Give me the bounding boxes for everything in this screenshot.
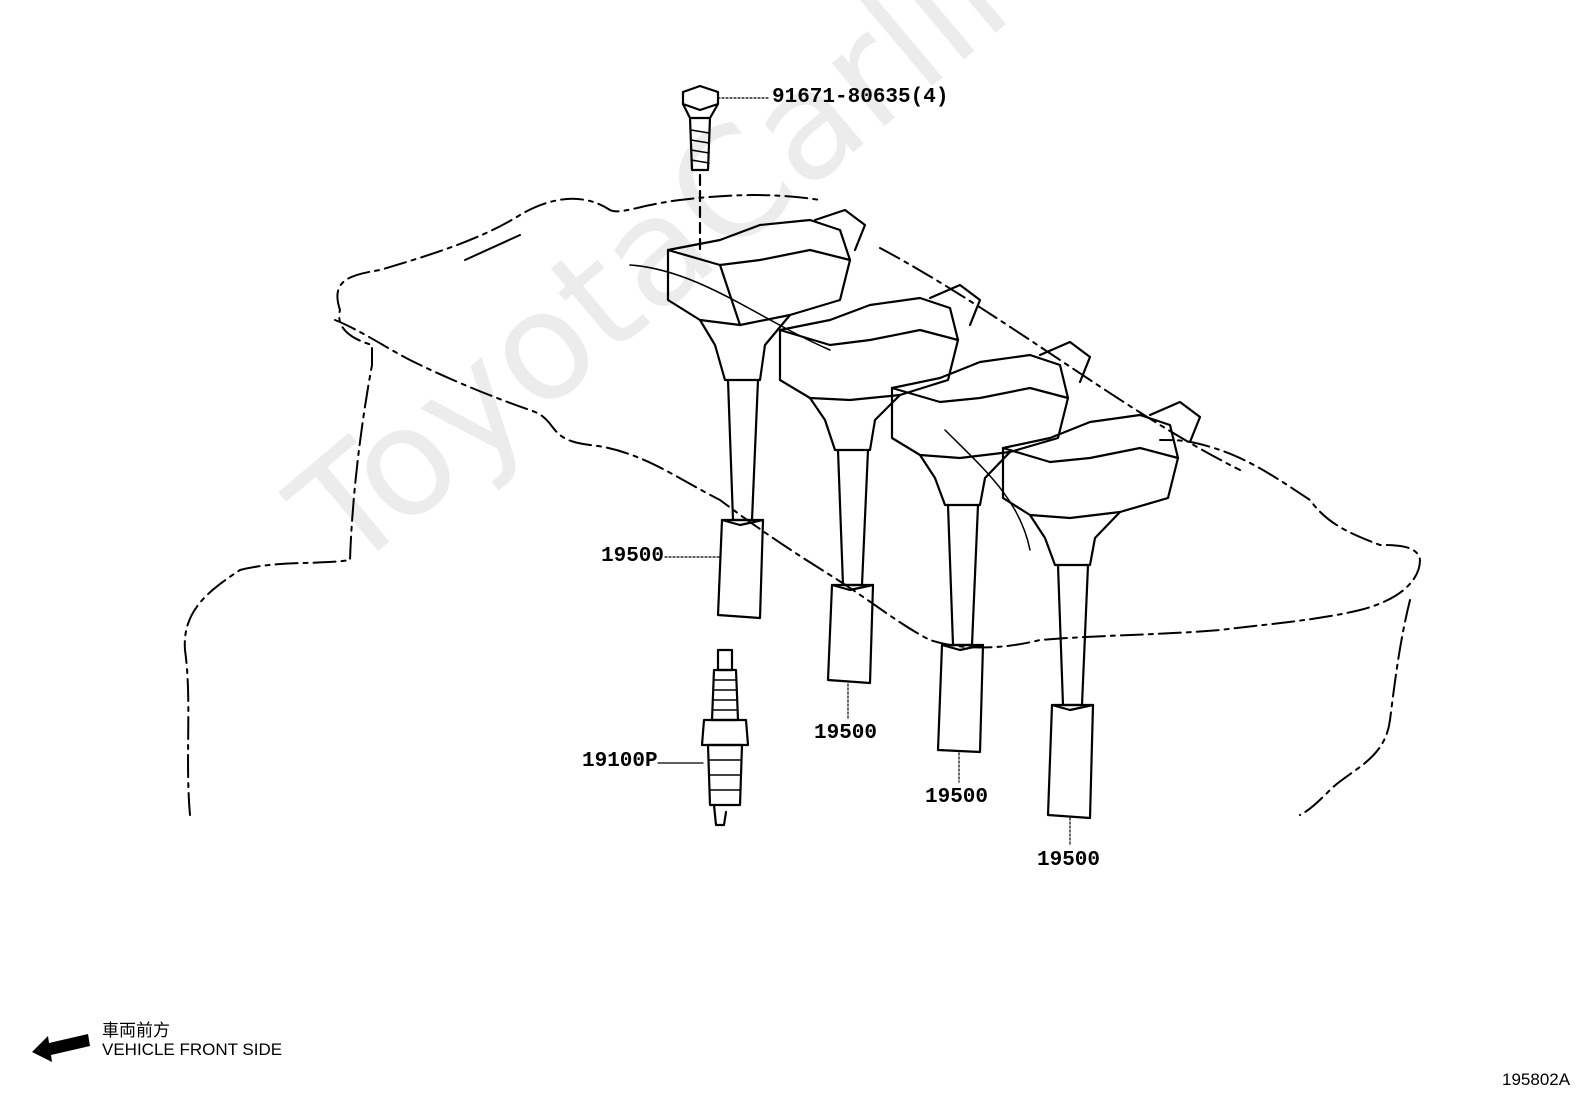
callout-coil-3: 19500 <box>925 786 989 809</box>
direction-note-english: VEHICLE FRONT SIDE <box>102 1040 283 1059</box>
callout-coil-2: 19500 <box>814 722 878 745</box>
ignition-coil-3 <box>890 340 1092 754</box>
callout-spark-plug: 19100P <box>582 750 658 773</box>
callout-bolt: 91671-80635(4) <box>772 86 949 109</box>
engine-outline <box>183 194 821 816</box>
callout-coil-1: 19500 <box>601 545 665 568</box>
engine-outline-right <box>879 247 1241 471</box>
engine-outline-rear <box>1299 599 1411 816</box>
direction-note-japanese: 車両前方 <box>102 1021 170 1040</box>
engine-outline-inner <box>334 319 1421 649</box>
engine-outline-top <box>464 234 521 261</box>
front-direction-arrow-icon <box>32 1034 90 1062</box>
spark-plug-part <box>700 648 750 827</box>
ignition-coil-2 <box>778 283 982 685</box>
callout-coil-4: 19500 <box>1037 849 1101 872</box>
bolt-part <box>681 84 769 257</box>
figure-id: 195802A <box>1502 1070 1571 1089</box>
ignition-coil-4 <box>1001 400 1202 820</box>
